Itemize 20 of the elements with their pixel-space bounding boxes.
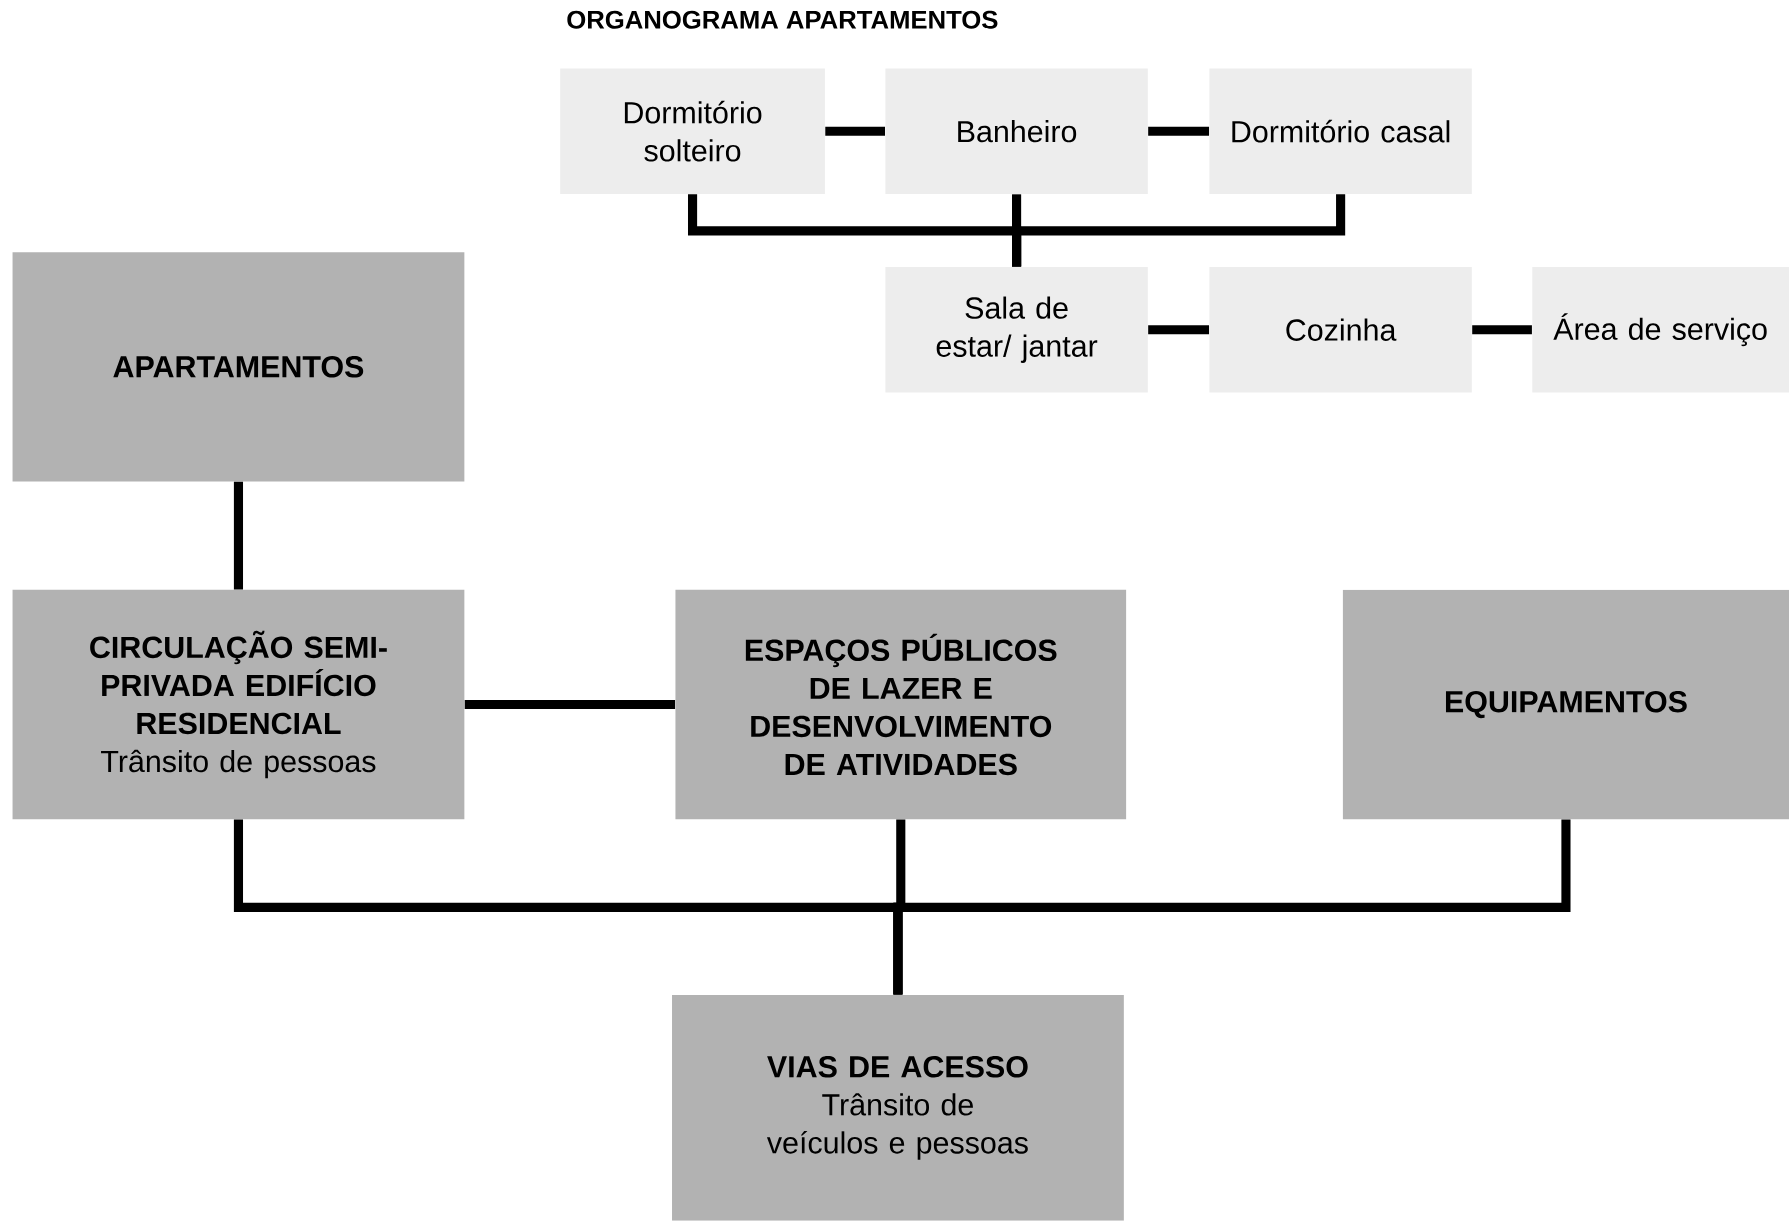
connector-line — [893, 819, 1571, 995]
connector-line — [233, 481, 244, 590]
zone-box: APARTAMENTOS — [12, 252, 465, 482]
room-box: Dormitório casal — [1209, 68, 1472, 195]
room-box: Sala de estar/ jantar — [885, 267, 1148, 393]
zone-box: EQUIPAMENTOS — [1342, 589, 1789, 820]
zone-box: CIRCULAÇÃO SEMI-PRIVADA EDIFÍCIO RESIDENCIAL Trânsito de pessoas — [12, 589, 465, 820]
connector-line — [1472, 325, 1532, 335]
zone-box: ESPAÇOS PÚBLICOS DE LAZER E DESENVOLVIMENTO DE ATIVIDADES — [675, 589, 1127, 820]
connector-line — [1148, 325, 1210, 335]
room-box: Banheiro — [885, 68, 1148, 195]
room-box: Cozinha — [1209, 267, 1472, 393]
connector-line — [1148, 126, 1210, 136]
zone-box: VIAS DE ACESSO Trânsito de veículos e pessoas — [672, 995, 1124, 1221]
room-box: Dormitório solteiro — [560, 68, 825, 195]
connector-line — [825, 126, 885, 136]
title: ORGANOGRAMA APARTAMENTOS — [567, 10, 998, 29]
connector-line — [464, 700, 676, 710]
room-box: Área de serviço — [1532, 267, 1789, 393]
connector-line — [1012, 194, 1346, 267]
